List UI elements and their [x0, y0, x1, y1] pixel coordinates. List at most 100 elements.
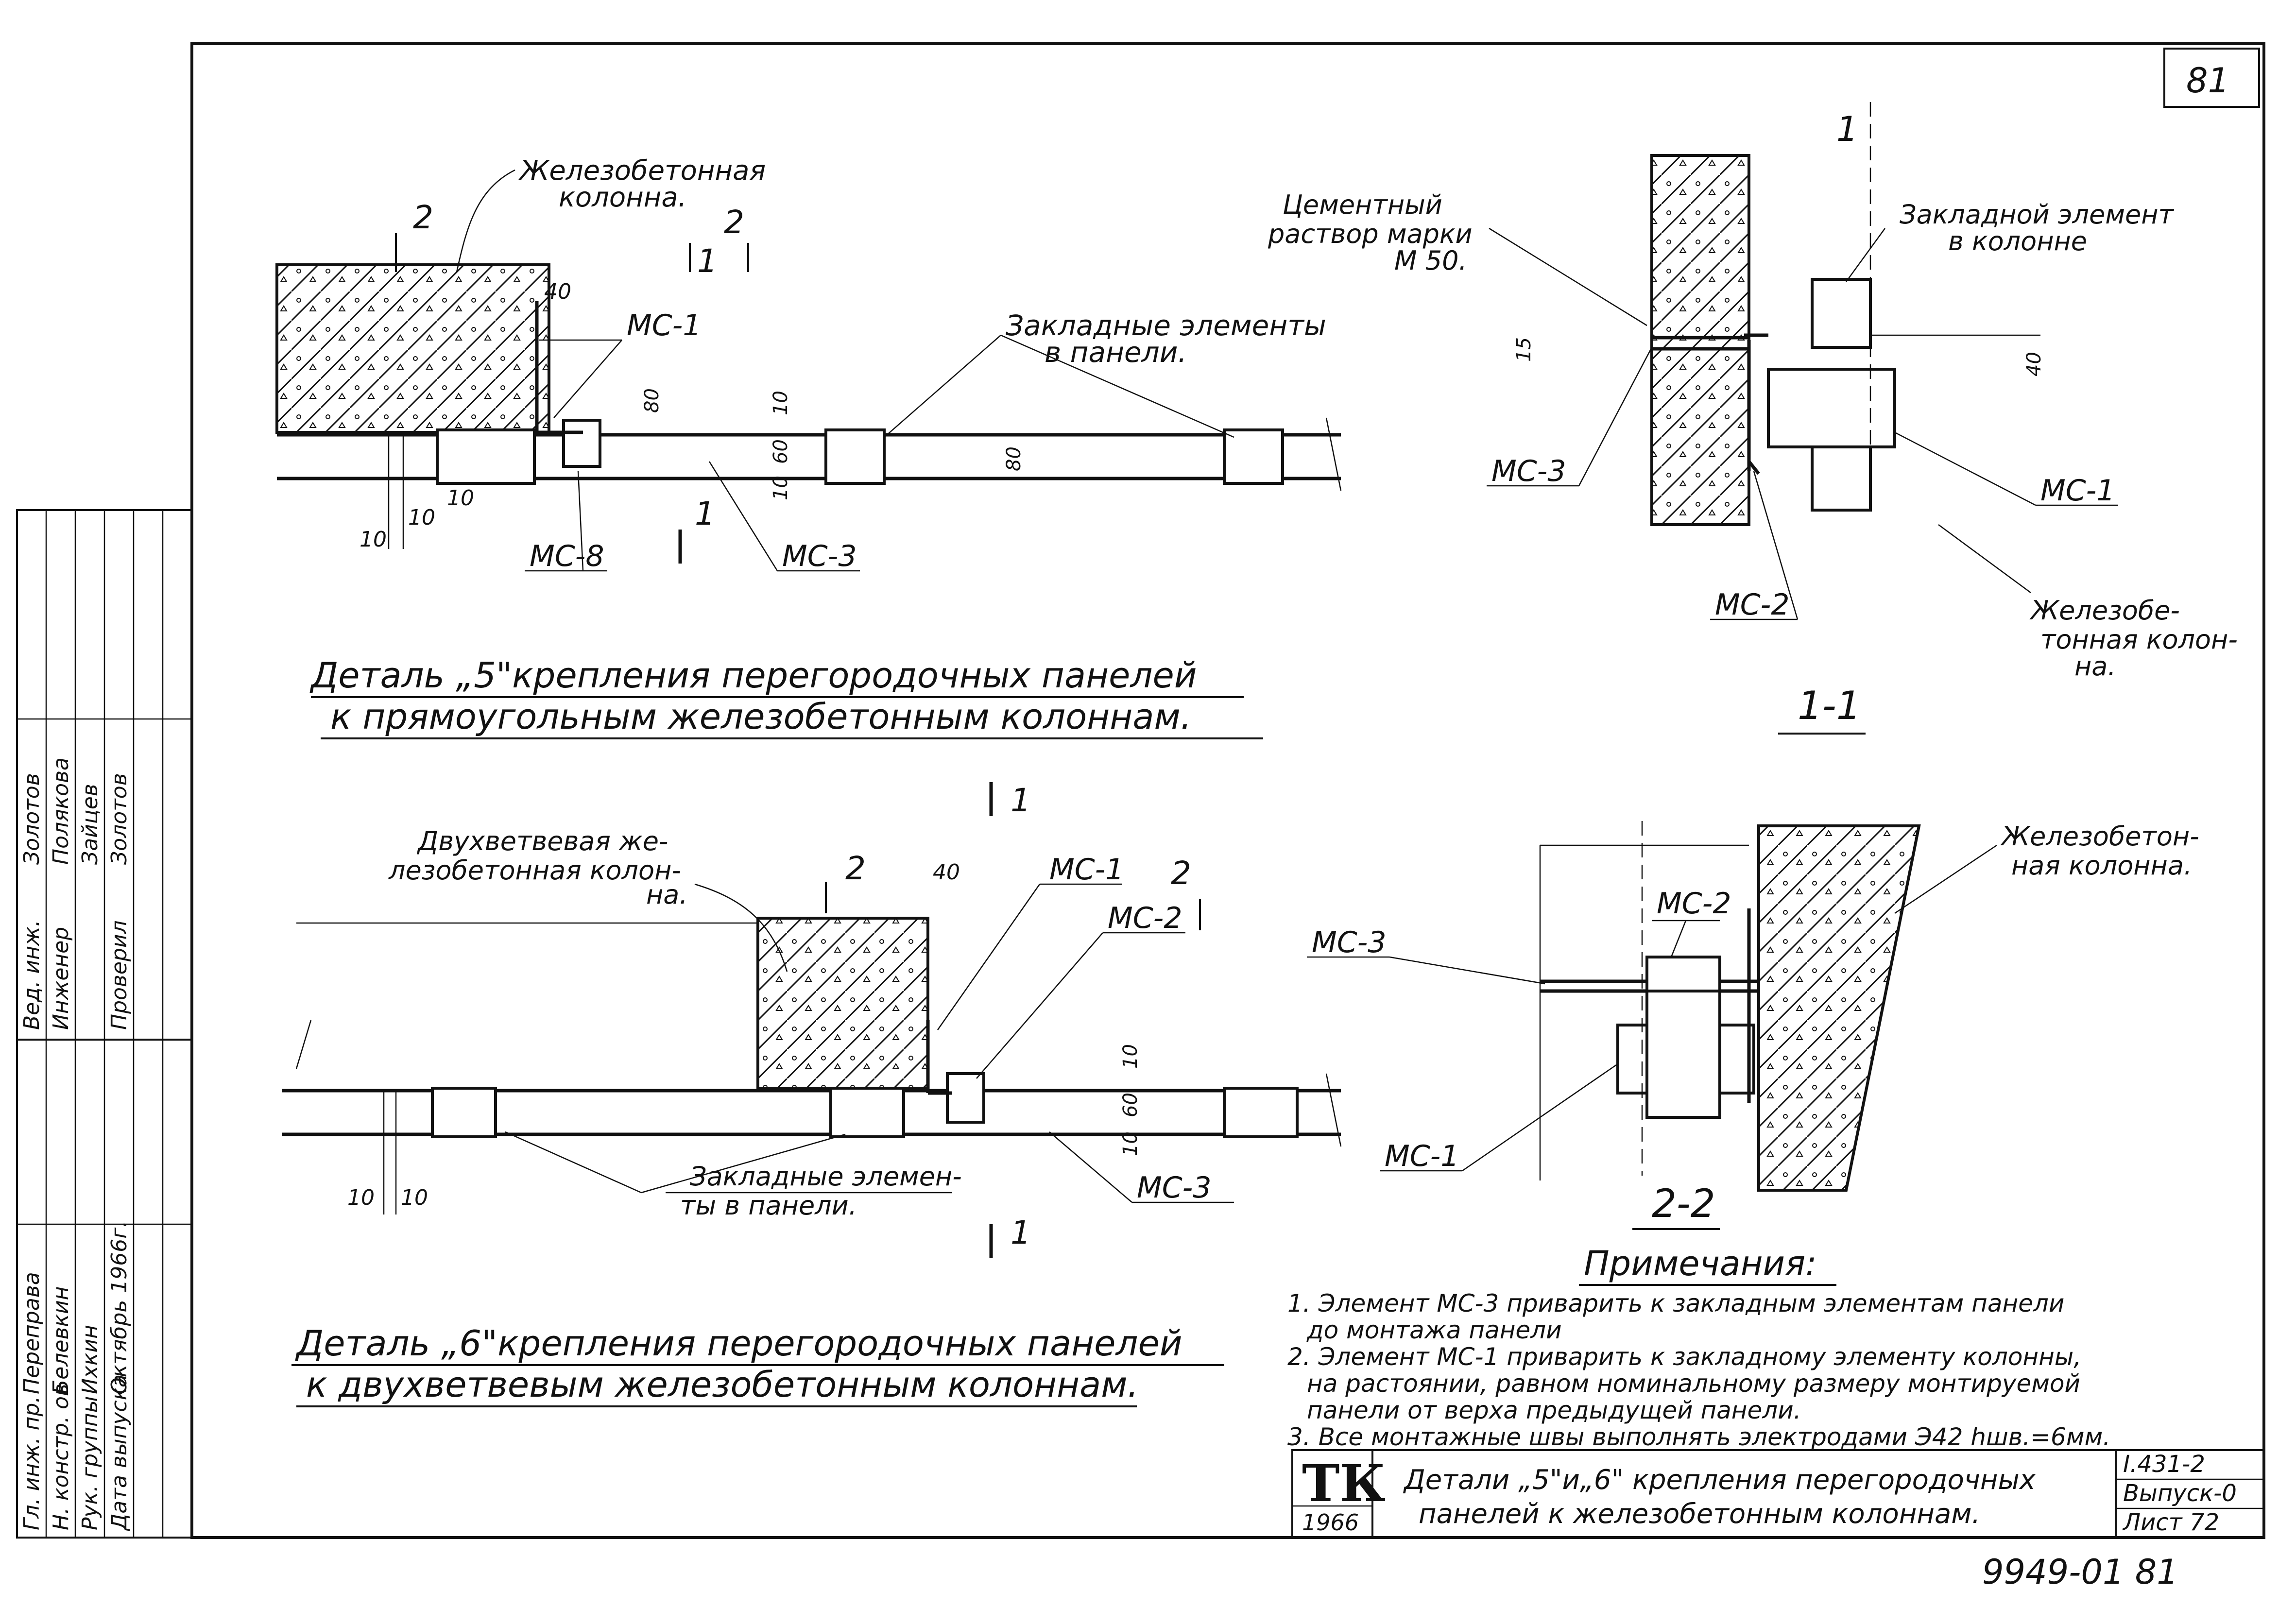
- detail5-title-line2: к прямоугольным железобетонным колоннам.: [330, 696, 1192, 737]
- section-mark: 2: [845, 850, 866, 887]
- notes-item: на растоянии, равном номинальному размер…: [1307, 1369, 2080, 1398]
- label-mortar-line1: Цементный: [1283, 189, 1442, 220]
- dim-label: 10: [401, 1185, 428, 1210]
- rect-column: [275, 263, 550, 434]
- notes-item: 3. Все монтажные швы выполнять электрода…: [1287, 1423, 2110, 1451]
- embedded-plate: [1223, 428, 1284, 485]
- label-column-line2: колонна.: [559, 182, 686, 213]
- side-row-role: Рук. группы: [78, 1396, 103, 1530]
- stamp-sheet: Лист 72: [2122, 1509, 2219, 1536]
- section-mark: 2: [1171, 855, 1191, 892]
- section11-embedded: [1811, 278, 1872, 349]
- dim-label: 60: [1119, 1093, 1142, 1117]
- dim-label: 60: [770, 439, 792, 464]
- section-mark: 2: [724, 204, 744, 241]
- notes-item: до монтажа панели: [1306, 1316, 1562, 1344]
- label-column-line2: тонная колон-: [2040, 624, 2238, 655]
- label-column-line1: Двухветвевая же-: [417, 826, 668, 856]
- dim-label: 80: [1003, 446, 1025, 471]
- dim-label: 10: [360, 527, 387, 552]
- element-label-mc1: МС-1: [1049, 853, 1124, 887]
- dim-label: 40: [933, 860, 960, 885]
- sheet-number-bottom: 9949-01 81: [1982, 1552, 2178, 1592]
- stamp-code: I.431-2: [2123, 1451, 2205, 1478]
- dim-label: 15: [1513, 337, 1535, 362]
- section-mark: 1: [695, 495, 715, 532]
- stamp-year: 1966: [1302, 1509, 1359, 1536]
- notes-item: 2. Элемент МС-1 приварить к закладному э…: [1287, 1343, 2081, 1371]
- side-row-role: Проверил: [107, 920, 132, 1030]
- embedded-plate: [824, 428, 886, 485]
- dim-label: 10: [447, 486, 474, 511]
- dim-label: 80: [641, 388, 663, 413]
- section11-title: 1-1: [1798, 683, 1861, 728]
- dim-label: 40: [2023, 352, 2045, 376]
- side-row-role: Дата выпуска: [107, 1374, 132, 1531]
- title-block: ТК 1966 Детали „5"и„6" крепления перегор…: [1291, 1449, 2265, 1539]
- element-label-mc3: МС-3: [1491, 454, 1566, 488]
- side-row-person: Золотов: [107, 773, 132, 865]
- side-row-person: Белевкин: [49, 1286, 73, 1394]
- element-label-mc1: МС-1: [2040, 474, 2115, 508]
- embedded-plate: [431, 1087, 497, 1138]
- label-embedded-line2: в панели.: [1045, 336, 1187, 369]
- stamp-title-line1: Детали „5"и„6" крепления перегородочных: [1403, 1464, 2036, 1496]
- sheet-number-top: 81: [2186, 61, 2229, 101]
- side-row-role: Гл. инж. пр.: [19, 1396, 44, 1530]
- section22-column: [1757, 824, 1921, 1192]
- side-row-person: Ихкин: [78, 1325, 103, 1394]
- side-row-person: Зайцев: [78, 784, 103, 865]
- label-embedded-line1: Закладные элементы: [1006, 309, 1326, 342]
- side-row-role: Н. констр. ов: [49, 1384, 73, 1530]
- stamp-issue: Выпуск-0: [2123, 1480, 2237, 1507]
- element-label-mc8: МС-8: [530, 539, 604, 573]
- element-mc2: [946, 1072, 985, 1124]
- element-label-mc1: МС-1: [627, 308, 702, 342]
- element-label-mc1: МС-1: [1385, 1139, 1459, 1173]
- notes: Примечания: 1. Элемент МС-3 приварить к …: [1287, 1244, 2110, 1451]
- stamp-logo: ТК: [1302, 1454, 1386, 1513]
- element-label-mc2: МС-2: [1715, 588, 1790, 622]
- element-label-mc2: МС-2: [1657, 887, 1731, 921]
- label-embedded-line2: ты в панели.: [680, 1190, 857, 1221]
- section-mark: 1: [697, 242, 718, 280]
- label-column-line2: ная колонна.: [2011, 850, 2192, 881]
- label-embedded-line1: Закладные элемен-: [690, 1161, 962, 1192]
- section22-embedded: [1645, 990, 1721, 1119]
- section-mark: 1: [1011, 1214, 1031, 1251]
- element-label-mc2: МС-2: [1108, 901, 1182, 935]
- label-column-line1: Железобетон-: [2000, 821, 2199, 852]
- label-embedded-line2: в колонне: [1948, 226, 2087, 257]
- section11-embedded: [1811, 445, 1872, 512]
- dim-label: 10: [1119, 1044, 1142, 1069]
- two-branch-column: [756, 917, 929, 1090]
- embedded-plate: [829, 1087, 905, 1138]
- stamp-title-line2: панелей к железобетонным колоннам.: [1419, 1498, 1980, 1530]
- embedded-plate: [1223, 1087, 1299, 1138]
- side-row-person: Золотов: [19, 773, 44, 865]
- element-label-mc3: МС-3: [782, 539, 857, 573]
- side-row-person: Переправа: [19, 1272, 44, 1394]
- embedded-plate: [436, 428, 536, 485]
- dim-label: 10: [1119, 1131, 1142, 1156]
- section22-title: 2-2: [1652, 1181, 1715, 1226]
- element-label-mc3: МС-3: [1312, 925, 1387, 959]
- detail-5: Железобетонная колонна. МС-1 Закладные э…: [275, 155, 1342, 739]
- label-embedded-line1: Закладной элемент: [1900, 199, 2175, 230]
- section-2-2: МС-2 МС-3 МС-1 Железобетон- ная колонна.…: [1307, 821, 2199, 1230]
- detail6-title-line1: Деталь „6"крепления перегородочных панел…: [295, 1323, 1182, 1364]
- detail-6: Двухветвевая же- лезобетонная колон- на.…: [282, 782, 1342, 1407]
- side-row-role: Вед. инж.: [19, 920, 44, 1030]
- element-label-mc3: МС-3: [1137, 1171, 1212, 1205]
- side-row-person: Октябрь 1966г.: [107, 1221, 132, 1394]
- notes-heading: Примечания:: [1584, 1244, 1817, 1283]
- notes-item: 1. Элемент МС-3 приварить к закладным эл…: [1287, 1289, 2064, 1317]
- label-mortar-line2: раствор марки: [1268, 219, 1473, 249]
- section11-column: [1650, 154, 1750, 526]
- label-column-line1: Железобетонная: [518, 155, 766, 187]
- label-mortar-line3: М 50.: [1394, 245, 1467, 276]
- section-mark: 2: [413, 199, 433, 236]
- element-mc8: [562, 419, 601, 468]
- section11-mc1: [1767, 368, 1896, 448]
- label-column-line3: на.: [646, 879, 688, 910]
